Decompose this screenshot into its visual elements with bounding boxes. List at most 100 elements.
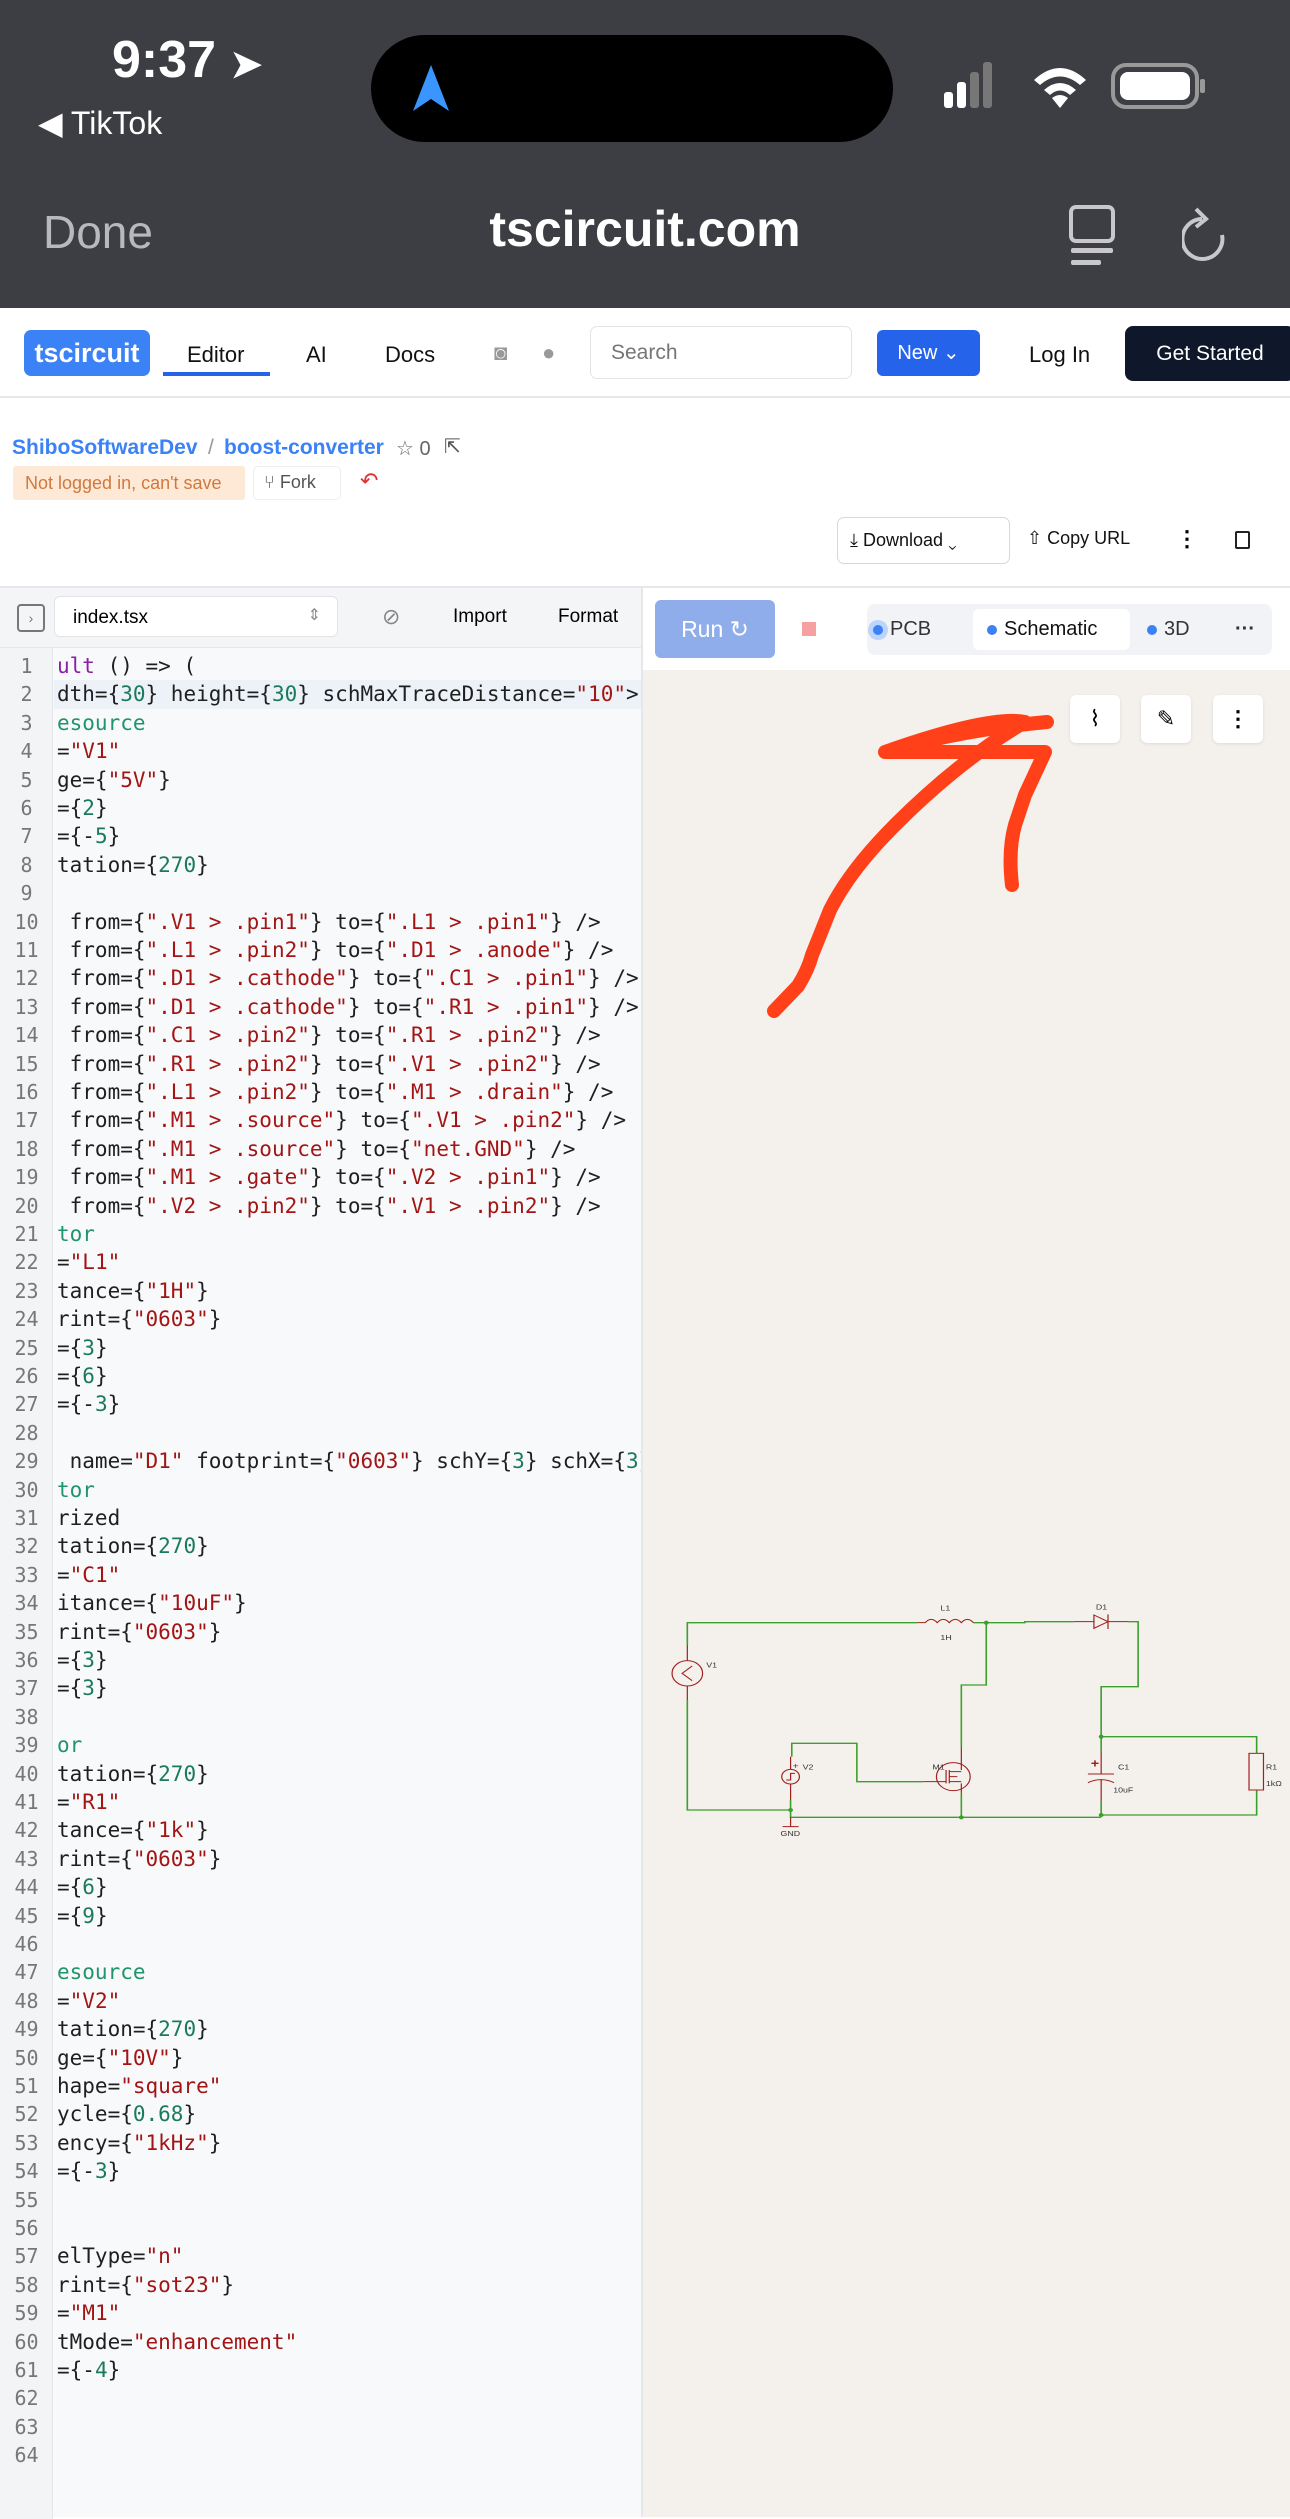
code-line[interactable]: ={3} xyxy=(57,1335,108,1360)
tab-pcb[interactable]: PCB xyxy=(873,609,931,650)
star-button[interactable]: ☆ 0 xyxy=(396,436,431,461)
file-select[interactable]: index.tsx⇕ xyxy=(54,596,338,637)
code-line[interactable]: ge={"10V"} xyxy=(57,2045,184,2070)
code-line[interactable]: tation={270} xyxy=(57,1761,209,1786)
code-line[interactable]: ency={"1kHz"} xyxy=(57,2130,222,2155)
code-line[interactable]: from={".V1 > .pin1"} to={".L1 > .pin1"} … xyxy=(57,909,601,934)
code-line[interactable]: from={".C1 > .pin2"} to={".R1 > .pin2"} … xyxy=(57,1023,601,1048)
search-input[interactable] xyxy=(590,326,852,379)
code-line[interactable] xyxy=(54,1419,641,1447)
code-line[interactable]: ={6} xyxy=(57,1364,108,1388)
code-line[interactable] xyxy=(54,2186,641,2214)
code-line[interactable]: from={".M1 > .source"} to={".V1 > .pin2"… xyxy=(57,1108,626,1133)
code-line[interactable]: ={3} xyxy=(57,1648,108,1672)
format-button[interactable]: Format xyxy=(558,606,619,627)
nav-docs[interactable]: Docs xyxy=(385,342,436,367)
import-button[interactable]: Import xyxy=(453,606,507,627)
code-line[interactable]: from={".L1 > .pin2"} to={".M1 > .drain"}… xyxy=(57,1080,614,1104)
tab-3d[interactable]: 3D xyxy=(1147,609,1190,650)
code-line[interactable]: tation={270} xyxy=(57,2017,209,2042)
code-line[interactable]: ="C1" xyxy=(57,1562,121,1587)
download-button[interactable]: ⤓ Download ⌄ xyxy=(837,517,1010,564)
code-line[interactable]: ={6} xyxy=(57,1875,108,1900)
code-line[interactable] xyxy=(54,879,641,907)
code-line[interactable]: ={-5} xyxy=(57,824,121,849)
code-line[interactable]: ge={"5V"} xyxy=(57,767,171,792)
code-line[interactable]: from={".M1 > .source"} to={"net.GND"} /> xyxy=(57,1136,576,1161)
code-line[interactable]: tance={"1k"} xyxy=(57,1818,209,1843)
code-line[interactable]: from={".L1 > .pin2"} to={".D1 > .anode"}… xyxy=(57,938,614,962)
code-line[interactable]: tation={270} xyxy=(57,1534,209,1559)
code-line[interactable]: elType="n" xyxy=(57,2244,184,2269)
code-line[interactable]: ={-3} xyxy=(57,1392,121,1417)
code-line[interactable]: itance={"10uF"} xyxy=(57,1591,247,1616)
more-views-icon[interactable]: ··· xyxy=(1235,618,1255,640)
code-line[interactable]: tMode="enhancement" xyxy=(57,2329,298,2354)
code-line[interactable] xyxy=(54,1930,641,1958)
tab-schematic[interactable]: Schematic xyxy=(973,609,1130,650)
github-icon[interactable]: ● xyxy=(542,340,556,365)
code-line[interactable] xyxy=(54,2413,641,2441)
code-line[interactable]: ="M1" xyxy=(57,2301,121,2326)
code-line[interactable]: esource xyxy=(57,710,146,735)
code-line[interactable]: rint={"0603"} xyxy=(57,1307,222,1332)
code-line[interactable]: ={3} xyxy=(57,1676,108,1701)
reload-icon[interactable] xyxy=(1182,205,1232,269)
code-line[interactable] xyxy=(54,1703,641,1731)
reader-tabs-icon[interactable] xyxy=(1068,204,1118,268)
logo[interactable]: tscircuit xyxy=(24,330,150,376)
login-link[interactable]: Log In xyxy=(1029,342,1091,367)
more-menu-icon[interactable]: ⋮ xyxy=(1176,526,1198,551)
code-line[interactable]: ="V2" xyxy=(57,1988,121,2013)
external-link-icon[interactable]: ⇱ xyxy=(444,436,461,458)
project-name-link[interactable]: boost-converter xyxy=(224,436,384,459)
code-line[interactable]: or xyxy=(57,1733,83,1758)
code-line[interactable]: hape="square" xyxy=(57,2074,222,2098)
discord-icon[interactable]: ◙ xyxy=(494,340,508,365)
edit-icon[interactable]: ✎ xyxy=(1141,695,1191,743)
code-line[interactable]: ="R1" xyxy=(57,1790,121,1814)
code-line[interactable]: tance={"1H"} xyxy=(57,1278,209,1303)
nav-editor[interactable]: Editor xyxy=(187,342,245,367)
undo-icon[interactable]: ↶ xyxy=(360,468,379,493)
code-line[interactable]: ={2} xyxy=(57,796,108,820)
code-line[interactable]: tor xyxy=(57,1477,95,1502)
simulation-waveform-icon[interactable]: ⌇ xyxy=(1070,695,1120,743)
code-line[interactable]: dth={30} height={30} schMaxTraceDistance… xyxy=(54,680,641,709)
hide-preview-icon[interactable]: ⊘ xyxy=(382,604,401,629)
code-line[interactable]: name="D1" footprint={"0603"} schY={3} sc… xyxy=(57,1449,641,1474)
code-line[interactable] xyxy=(54,2384,641,2412)
code-line[interactable]: ={-3} xyxy=(57,2159,121,2184)
code-line[interactable]: from={".V2 > .pin2"} to={".V1 > .pin2"} … xyxy=(57,1193,601,1218)
code-line[interactable]: rint={"0603"} xyxy=(57,1619,222,1644)
stop-icon[interactable] xyxy=(802,622,816,636)
nav-ai[interactable]: AI xyxy=(306,342,327,367)
code-line[interactable]: ={-4} xyxy=(57,2358,121,2382)
code-line[interactable]: rint={"sot23"} xyxy=(57,2272,235,2297)
code-line[interactable]: tation={270} xyxy=(57,852,209,877)
panel-layout-icon[interactable] xyxy=(1235,531,1250,549)
code-line[interactable]: ={9} xyxy=(57,1903,108,1928)
code-line[interactable]: ycle={0.68} xyxy=(57,2102,197,2127)
code-line[interactable]: from={".D1 > .cathode"} to={".R1 > .pin1… xyxy=(57,994,639,1019)
code-line[interactable]: tor xyxy=(57,1222,95,1246)
fork-button[interactable]: ⑂ Fork xyxy=(253,466,341,500)
run-button[interactable]: Run ↻ xyxy=(655,600,775,658)
code-line[interactable] xyxy=(54,2214,641,2242)
code-line[interactable]: from={".D1 > .cathode"} to={".C1 > .pin1… xyxy=(57,966,639,991)
code-line[interactable]: rized xyxy=(57,1506,121,1530)
code-line[interactable]: from={".M1 > .gate"} to={".V2 > .pin1"} … xyxy=(57,1165,601,1190)
sidebar-toggle-icon[interactable]: › xyxy=(17,604,45,632)
code-line[interactable]: ="L1" xyxy=(57,1250,121,1275)
code-line[interactable] xyxy=(54,2441,641,2469)
code-line[interactable]: from={".R1 > .pin2"} to={".V1 > .pin2"} … xyxy=(57,1051,601,1076)
get-started-button[interactable]: Get Started xyxy=(1125,326,1290,381)
done-button[interactable]: Done xyxy=(43,206,153,258)
schematic-diagram[interactable]: + + V1 V2 L1 1H D1 M1 C1 10uF R1 1kΩ GND xyxy=(660,1580,1290,1840)
owner-link[interactable]: ShiboSoftwareDev xyxy=(12,436,198,459)
copy-url-button[interactable]: ⇧ Copy URL xyxy=(1027,528,1130,549)
more-options-icon[interactable]: ⋮ xyxy=(1213,695,1263,743)
back-to-app[interactable]: ◀ TikTok xyxy=(38,105,163,141)
new-button[interactable]: New ⌄ xyxy=(877,330,980,376)
code-line[interactable]: ult () => ( xyxy=(57,654,197,678)
